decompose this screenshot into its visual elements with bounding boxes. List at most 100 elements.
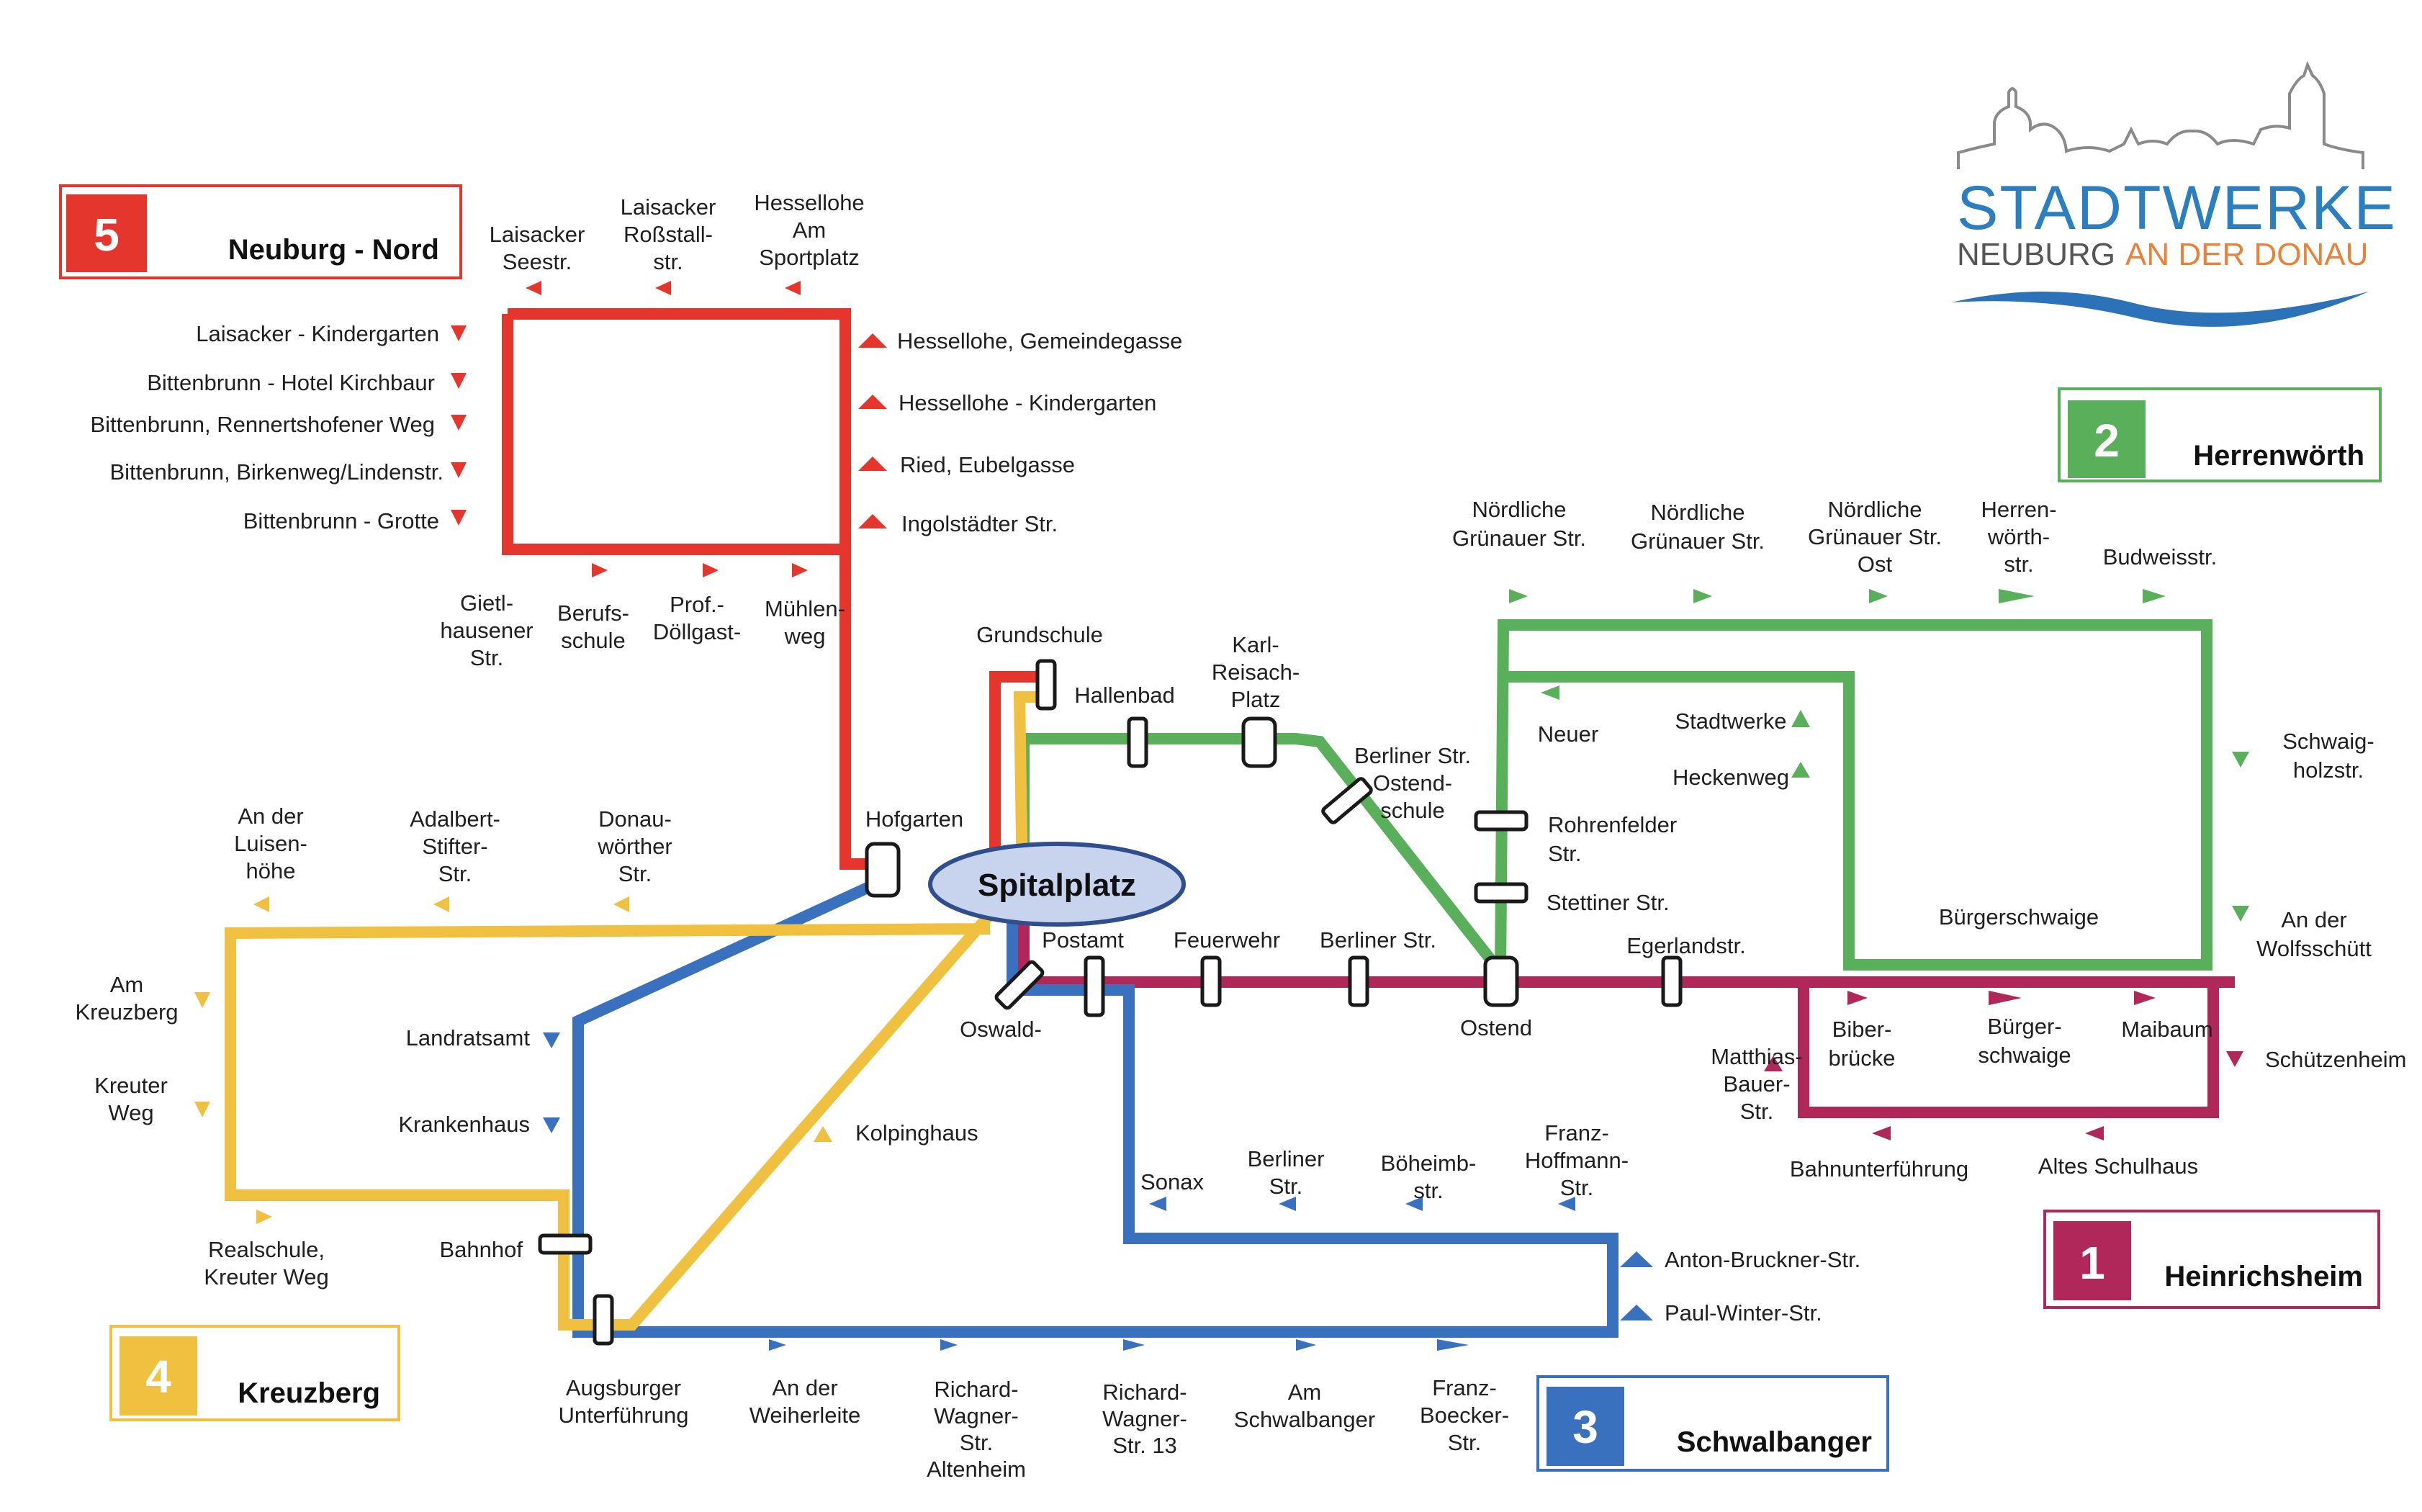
stop-label[interactable]: Richard-Wagner-Str.Altenheim — [927, 1377, 1026, 1482]
stop-bar-augsburger[interactable] — [593, 1294, 614, 1346]
stop-label[interactable]: Berliner Str.Ostend-schule — [1354, 743, 1471, 823]
stop-bar-ostend[interactable] — [1483, 955, 1519, 1007]
stop-label[interactable]: Bittenbrunn, Birkenweg/Lindenstr. — [109, 459, 444, 485]
stop-label[interactable]: Paul-Winter-Str. — [1665, 1300, 1822, 1326]
stop-bar-hofgarten[interactable] — [865, 842, 901, 898]
stop-label-line: Richard- — [934, 1377, 1018, 1402]
legend-number: 5 — [94, 209, 120, 261]
stop-label-line: Ingolstädter Str. — [901, 511, 1058, 536]
stop-bar-rohrenfelder[interactable] — [1474, 810, 1529, 832]
legend-route-1[interactable]: 1 Heinrichsheim — [2043, 1210, 2380, 1309]
stop-label[interactable]: Berufs-schule — [557, 600, 629, 653]
stop-label[interactable]: Heckenweg — [1673, 765, 1789, 790]
stop-bar-egerland[interactable] — [1661, 955, 1683, 1007]
stop-label[interactable]: Franz-Boecker-Str. — [1420, 1375, 1509, 1455]
stop-label[interactable]: Franz-Hoffmann-Str. — [1525, 1120, 1629, 1200]
stop-label[interactable]: Egerlandstr. — [1626, 933, 1745, 958]
stop-label[interactable]: Bürgerschwaige — [1939, 904, 2099, 930]
legend-swatch — [66, 194, 147, 272]
stop-label[interactable]: Postamt — [1042, 927, 1124, 953]
stop-label[interactable]: Prof.-Döllgast- — [653, 592, 741, 644]
stop-label-line: Grünauer Str. — [1452, 526, 1586, 551]
stop-label[interactable]: Bittenbrunn - Hotel Kirchbaur — [147, 370, 435, 395]
stop-label[interactable]: Altes Schulhaus — [2038, 1153, 2198, 1179]
river-wave-icon — [1951, 292, 2369, 327]
legend-name: Heinrichsheim — [2164, 1261, 2363, 1292]
stop-label[interactable]: Hofgarten — [865, 806, 963, 832]
stop-label[interactable]: Berliner Str. — [1320, 927, 1436, 953]
arrow-right-icon — [1693, 589, 1712, 603]
stop-label[interactable]: Laisacker - Kindergarten — [196, 321, 439, 346]
stop-bar-stettiner[interactable] — [1474, 882, 1529, 904]
stop-bar-oswald[interactable] — [994, 960, 1045, 1010]
stop-bar-karl-reisach[interactable] — [1241, 716, 1277, 768]
stop-label[interactable]: Bahnhof — [440, 1237, 523, 1262]
stop-label[interactable]: Matthias-Bauer-Str. — [1711, 1044, 1802, 1124]
stop-label[interactable]: Biber-brücke — [1828, 1017, 1895, 1071]
stop-label[interactable]: Budweisstr. — [2103, 544, 2218, 570]
stop-label[interactable]: Hessellohe - Kindergarten — [899, 390, 1156, 415]
legend-route-5[interactable]: 5 Neuburg - Nord — [59, 184, 462, 279]
stop-bar-grundschule[interactable] — [1035, 659, 1057, 711]
stop-label[interactable]: Bürger-schwaige — [1978, 1014, 2071, 1068]
stop-label[interactable]: Kolpinghaus — [855, 1120, 978, 1146]
stop-bar-berliner-ostend[interactable] — [1321, 777, 1373, 824]
stop-label[interactable]: Herren-wörth-str. — [1981, 497, 2056, 577]
legend-route-2[interactable]: 2 Herrenwörth — [2058, 387, 2382, 482]
stop-label[interactable]: Maibaum — [2121, 1017, 2213, 1042]
stop-label[interactable]: Schwaig-holzstr. — [2282, 729, 2374, 783]
stop-label[interactable]: Richard-Wagner-Str. 13 — [1102, 1380, 1187, 1458]
stop-bar-bahnhof[interactable] — [538, 1233, 593, 1255]
stop-label[interactable]: Bahnunterführung — [1790, 1156, 1968, 1182]
stop-label[interactable]: Schützenheim — [2265, 1047, 2406, 1072]
stop-label[interactable]: Realschule,Kreuter Weg — [204, 1237, 328, 1290]
route-4-line — [1013, 691, 1037, 883]
legend-route-3[interactable]: 3 Schwalbanger — [1536, 1375, 1889, 1472]
stop-label[interactable]: Böheimb-str. — [1381, 1151, 1477, 1203]
stop-bar-postamt[interactable] — [1084, 955, 1105, 1017]
stop-label[interactable]: Bittenbrunn, Rennertshofener Weg — [90, 412, 435, 437]
stop-label[interactable]: Mühlen-weg — [765, 596, 845, 649]
stop-label[interactable]: Sonax — [1140, 1169, 1204, 1194]
stop-label[interactable]: Feuerwehr — [1174, 927, 1280, 953]
stop-label[interactable]: Adalbert-Stifter-Str. — [410, 806, 500, 886]
stop-label[interactable]: Stadtwerke — [1675, 708, 1786, 734]
stop-label[interactable]: Grundschule — [976, 622, 1103, 647]
stop-label-line: Str. — [1269, 1174, 1303, 1199]
stop-bar-feuerwehr[interactable] — [1200, 955, 1222, 1007]
stop-label[interactable]: Karl-Reisach-Platz — [1212, 632, 1300, 712]
stop-label[interactable]: Oswald- — [960, 1017, 1042, 1042]
stop-label[interactable]: Krankenhaus — [398, 1112, 530, 1137]
stop-label[interactable]: Neuer — [1538, 721, 1598, 747]
stop-label[interactable]: Landratsamt — [406, 1025, 531, 1050]
legend-route-4[interactable]: 4 Kreuzberg — [109, 1325, 400, 1421]
stop-label[interactable]: Ried, Eubelgasse — [900, 452, 1075, 477]
stop-label[interactable]: Bittenbrunn - Grotte — [243, 508, 439, 534]
stop-label[interactable]: Ostend — [1460, 1015, 1532, 1040]
stop-label[interactable]: Ingolstädter Str. — [901, 511, 1058, 536]
stop-label[interactable]: Anton-Bruckner-Str. — [1665, 1247, 1860, 1272]
hub-spitalplatz[interactable]: Spitalplatz — [928, 842, 1186, 927]
stop-label[interactable]: Hessellohe, Gemeindegasse — [897, 328, 1182, 354]
stop-bar-berliner-str[interactable] — [1348, 955, 1369, 1007]
stop-label[interactable]: Stettiner Str. — [1547, 890, 1670, 915]
stop-bar-hallenbad[interactable] — [1127, 716, 1148, 768]
stop-label[interactable]: Hallenbad — [1074, 683, 1175, 708]
